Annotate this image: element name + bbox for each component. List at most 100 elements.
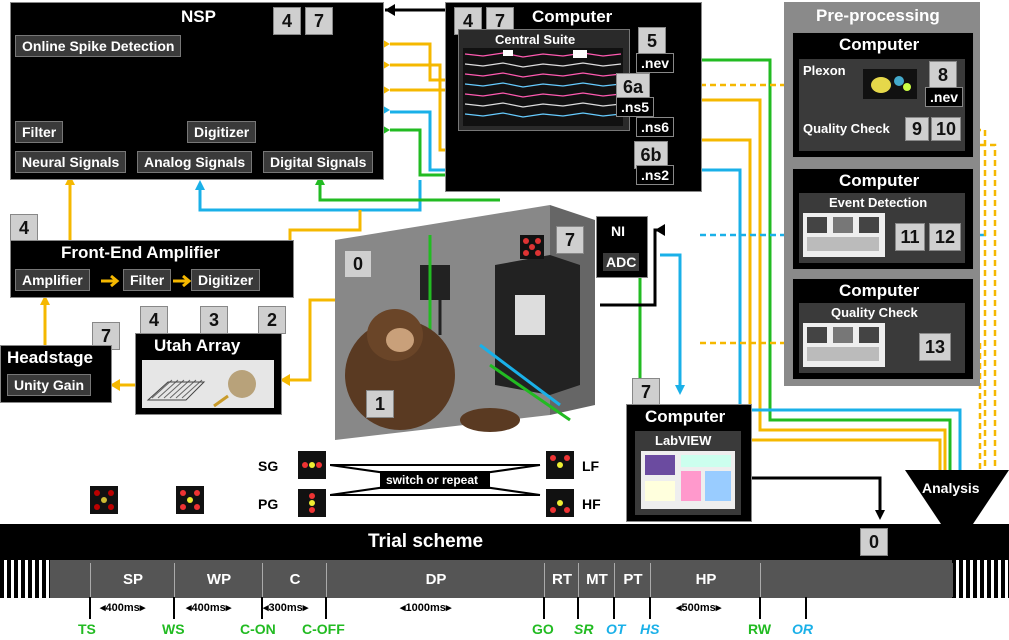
ns5-file: .ns5 — [616, 97, 655, 117]
badge: 12 — [929, 223, 961, 251]
badge: 9 — [905, 117, 929, 141]
cue-ws — [176, 486, 204, 514]
labview-window: LabVIEW — [635, 431, 741, 515]
pg-label: PG — [258, 496, 279, 512]
badge: 7 — [556, 226, 584, 254]
labview-screenshot — [641, 451, 735, 509]
computer-title: Computer — [532, 7, 613, 26]
event-computer-title: Computer — [839, 171, 920, 190]
phase-wp: WP — [174, 563, 263, 597]
badge: 0 — [860, 528, 888, 556]
event-ts: TS — [78, 621, 96, 637]
badge: 10 — [931, 117, 961, 141]
badge: 4 — [273, 7, 301, 35]
event-c-off: C-OFF — [302, 621, 345, 637]
ns6-file: .ns6 — [636, 117, 675, 137]
event-plot — [803, 213, 885, 257]
badge: 7 — [632, 378, 660, 406]
quality-check-title: Quality Check — [831, 305, 918, 320]
phase-pt: PT — [614, 563, 651, 597]
quality-check-computer: Computer Quality Check 13 — [792, 278, 974, 380]
cue-hf — [546, 489, 574, 517]
badge: 6a — [616, 73, 650, 101]
hf-label: HF — [582, 496, 601, 512]
phase-end — [760, 563, 953, 597]
badge: 4 — [140, 306, 168, 334]
badge: 13 — [919, 333, 951, 361]
duration-value: 300ms — [268, 602, 303, 614]
cue-pg — [298, 489, 326, 517]
utah-array-panel: Utah Array — [135, 333, 282, 415]
duration-value: 400ms — [105, 602, 140, 614]
plexon-nev-file: .nev — [925, 87, 964, 107]
plexon-label: Plexon — [803, 63, 846, 78]
online-spike-detection: Online Spike Detection — [15, 35, 182, 57]
badge: 1 — [366, 390, 394, 418]
event-window: Event Detection 11 12 — [799, 193, 965, 263]
tick-go — [543, 597, 545, 619]
plexon-computer-title: Computer — [839, 35, 920, 54]
filter-label: Filter — [15, 121, 64, 143]
nev-file: .nev — [636, 53, 675, 73]
phase-sp: SP — [90, 563, 175, 597]
badge: 5 — [638, 27, 666, 55]
badge: 3 — [200, 306, 228, 334]
unity-gain: Unity Gain — [7, 374, 92, 396]
analysis-triangle — [905, 470, 1009, 548]
badge: 2 — [258, 306, 286, 334]
event-detection-computer: Computer Event Detection 11 12 — [792, 168, 974, 270]
plexon-computer: Computer Plexon 8 .nev Quality Check 9 1… — [792, 32, 974, 158]
phase-rt: RT — [544, 563, 579, 597]
tick-sr — [577, 597, 579, 619]
duration-value: 500ms — [681, 602, 716, 614]
tick-rw — [759, 597, 761, 619]
ni-adc-panel: NI ADC — [596, 216, 648, 278]
arrow-icon — [173, 275, 192, 287]
filter-stage: Filter — [123, 269, 172, 291]
plexon-window: Plexon 8 .nev Quality Check 9 10 — [799, 59, 965, 151]
arrow-icon — [101, 275, 120, 287]
cue-ts — [90, 486, 118, 514]
badge: 0 — [344, 250, 372, 278]
event-ot: OT — [606, 621, 626, 637]
duration-hp: ◂500ms▸ — [676, 602, 722, 614]
trial-right-stripes — [952, 560, 1009, 598]
central-suite-window: Central Suite — [458, 29, 630, 131]
switch-or-repeat: switch or repeat — [386, 473, 479, 487]
duration-value: 400ms — [191, 602, 226, 614]
plexon-plot — [863, 69, 917, 99]
digitizer-stage: Digitizer — [191, 269, 261, 291]
event-detection-label: Event Detection — [829, 195, 928, 210]
front-end-amplifier: Front-End Amplifier Amplifier Filter Dig… — [10, 240, 294, 298]
phase-c: C — [262, 563, 327, 597]
lf-label: LF — [582, 458, 600, 474]
sg-label: SG — [258, 458, 279, 474]
tick-ws — [173, 597, 175, 619]
event-or: OR — [792, 621, 813, 637]
quality-window: Quality Check 13 — [799, 303, 965, 373]
trial-scheme-bar — [0, 524, 1009, 560]
quality-plot — [803, 323, 885, 367]
preprocessing-title: Pre-processing — [816, 6, 940, 25]
badge: 6b — [634, 141, 668, 169]
digitizer-label: Digitizer — [187, 121, 257, 143]
utah-array-image — [142, 360, 274, 408]
labview-computer-title: Computer — [645, 407, 726, 426]
duration-c: ◂300ms▸ — [263, 602, 309, 614]
analysis-label: Analysis — [922, 480, 980, 496]
nsp-panel: NSP 4 7 Online Spike Detection Filter Ne… — [10, 2, 384, 180]
tick-ts — [89, 597, 91, 619]
switch-arrows — [330, 464, 541, 496]
ni-label: NI — [611, 223, 625, 239]
duration-sp: ◂400ms▸ — [100, 602, 146, 614]
phase-hp: HP — [650, 563, 761, 597]
labview-title: LabVIEW — [655, 433, 712, 448]
ns2-file: .ns2 — [636, 165, 675, 185]
front-end-title: Front-End Amplifier — [61, 243, 220, 262]
digital-signals: Digital Signals — [263, 151, 374, 173]
event-sr: SR — [574, 621, 594, 637]
utah-array-title: Utah Array — [154, 336, 241, 355]
event-hs: HS — [640, 621, 660, 637]
event-rw: RW — [748, 621, 772, 637]
tick-hs — [649, 597, 651, 619]
